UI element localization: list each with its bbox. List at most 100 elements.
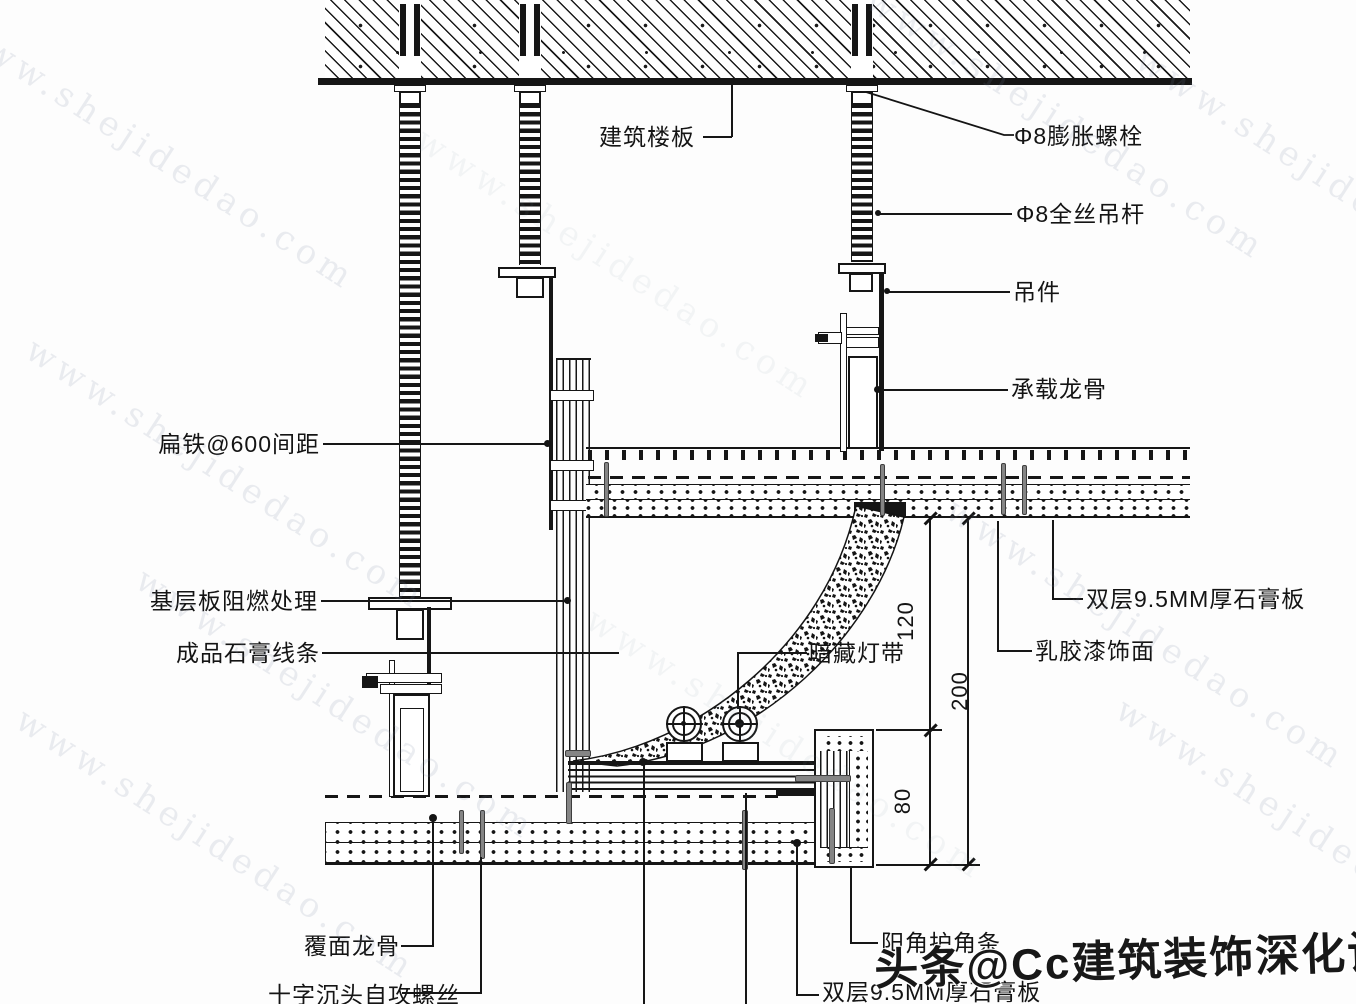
hanger-strap-left [427, 607, 431, 691]
hanger-rod-right [851, 104, 873, 262]
leader-dot [875, 210, 881, 216]
label-latex-paint: 乳胶漆饰面 [1035, 638, 1155, 664]
leader-gypsum-line [322, 652, 619, 654]
anchor-sleeve [852, 4, 858, 56]
leader-dot [884, 288, 890, 294]
leader-bottom-gypsum-h [796, 994, 819, 996]
leader-double-gypsum-h [1052, 598, 1083, 600]
leader-latex-paint-v [997, 521, 999, 652]
leader-face-keel-h [401, 945, 433, 947]
label-double-gypsum-right: 双层9.5MM厚石膏板 [1086, 586, 1306, 612]
leader-screw-v [480, 857, 482, 994]
hanger-rod-left [399, 104, 421, 597]
hanger-nut-middle [516, 277, 544, 298]
hanger-strap-right [879, 263, 884, 451]
anchor-sleeve [400, 4, 406, 56]
dim-extension-mid [876, 729, 942, 731]
leader-slab-v [731, 85, 733, 137]
upper-hidden-keel-dash [588, 476, 1190, 479]
screw [604, 462, 609, 517]
leader-hidden-light-v [737, 652, 739, 709]
leader-flat-iron [323, 443, 548, 445]
flat-iron-clamp [550, 390, 594, 401]
carrier-bolt-head [362, 676, 378, 688]
label-double-gypsum-bottom: 双层9.5MM厚石膏板 [822, 979, 1042, 1004]
label-face-keel: 覆面龙骨 [304, 933, 400, 959]
leader-corner-bead-h [850, 942, 878, 944]
anchor-sleeve [866, 4, 872, 56]
covering-keel-dash-line [325, 795, 780, 798]
upper-keel-ticks [588, 450, 1190, 460]
leader-hanger [888, 291, 1010, 293]
anchor-sleeve [534, 4, 540, 56]
carrier-bolt-head [815, 334, 828, 342]
label-expansion-bolt: Φ8膨胀螺栓 [1014, 123, 1144, 149]
lamp-base [722, 742, 759, 762]
leader-hidden-light-h [737, 652, 807, 654]
leader-latex-paint-h [997, 650, 1032, 652]
carrier-top-bar [846, 337, 879, 348]
slab-bottom-line [318, 78, 1192, 85]
dim-text-200: 200 [947, 671, 972, 711]
upper-gypsum-layer1 [586, 484, 1190, 500]
shelf-edge-band [776, 790, 817, 796]
label-full-thread-rod: Φ8全丝吊杆 [1016, 201, 1146, 227]
trough-shelf-board [568, 761, 817, 791]
dim-line-outer [967, 518, 969, 865]
screw [480, 810, 485, 859]
flat-iron-clamp [550, 460, 594, 471]
label-base-board: 基层板阻燃处理 [150, 588, 318, 614]
leader-dot [564, 597, 571, 604]
label-hidden-light: 暗藏灯带 [809, 640, 905, 666]
screw-horizontal [565, 750, 591, 757]
lamp-center-dot [735, 719, 744, 728]
leader-dot [874, 386, 881, 393]
screw [829, 808, 835, 864]
leader-full-thread-rod [878, 213, 1012, 215]
screw [566, 782, 572, 824]
leader-double-gypsum-v [1052, 520, 1054, 600]
screw-horizontal [795, 775, 851, 782]
fascia-bottom-board [820, 847, 868, 862]
screw [459, 810, 464, 854]
dim-line-inner [929, 518, 931, 865]
vertical-base-board [556, 358, 591, 792]
label-tapping-screw: 十字沉头自攻螺丝 [268, 982, 460, 1004]
lamp-base [666, 742, 703, 762]
label-slab: 建筑楼板 [599, 124, 695, 150]
hanger-nut-right [849, 273, 873, 292]
lower-double-gypsum-board [325, 822, 817, 865]
leader-cutoff-2 [745, 793, 747, 1004]
anchor-sleeve [520, 4, 526, 56]
leader-cutoff-1 [643, 762, 645, 1004]
carrier-keel-box-right [848, 356, 878, 449]
hanger-rod-middle [519, 104, 541, 265]
label-gypsum-line: 成品石膏线条 [176, 640, 320, 666]
leader-dot [544, 440, 551, 447]
lower-board-mid-line [325, 842, 817, 844]
lamp-center-dot [681, 721, 686, 726]
label-flat-iron: 扁铁@600间距 [158, 431, 320, 457]
screw [1001, 463, 1006, 515]
anchor-sleeve [414, 4, 420, 56]
carrier-clamp-bar [380, 684, 442, 694]
concrete-slab-hatch [325, 0, 1190, 78]
leader-expansion-bolt [865, 91, 1014, 136]
leader-corner-bead-v [850, 868, 852, 943]
carrier-side-plate-right [840, 313, 847, 452]
leader-bottom-gypsum-v [796, 843, 798, 995]
leader-screw-h [402, 992, 481, 994]
label-corner-bead: 阳角护角条 [881, 930, 1001, 956]
leader-base-board [321, 600, 568, 602]
leader-face-keel-v [432, 818, 434, 947]
fascia-top-board [820, 736, 868, 751]
label-hanger: 吊件 [1013, 279, 1061, 305]
label-load-keel: 承载龙骨 [1011, 376, 1107, 402]
leader-slab-h [703, 136, 732, 138]
fascia-gypsum-strip [849, 751, 868, 847]
screw [880, 464, 885, 516]
upper-keel-line [586, 447, 1190, 449]
carrier-keel-inner-left [400, 708, 424, 792]
leader-load-keel [880, 389, 1008, 391]
